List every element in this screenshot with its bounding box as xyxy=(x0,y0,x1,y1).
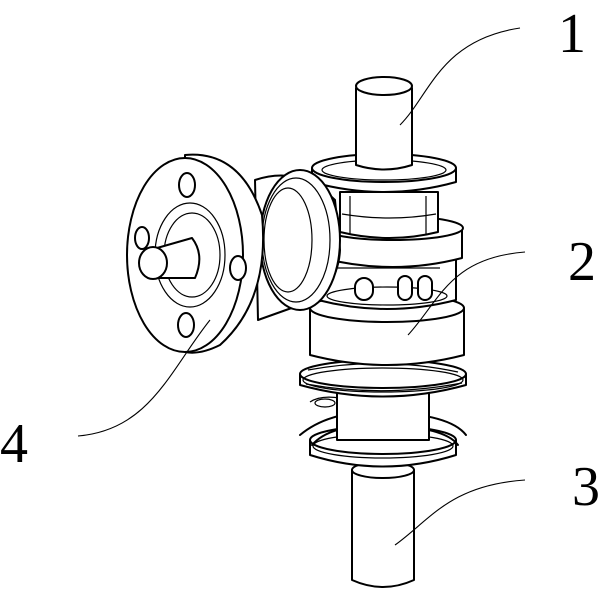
leader-4 xyxy=(77,319,211,437)
part-label-4: 4 xyxy=(0,413,28,475)
part-label-1: 1 xyxy=(558,3,586,65)
leader-1 xyxy=(399,27,521,126)
inner-spool xyxy=(339,191,439,239)
part-label-3: 3 xyxy=(572,456,600,518)
bolt-hole-top xyxy=(178,172,196,198)
side-neck xyxy=(254,169,341,321)
bolt-hole-right xyxy=(229,255,247,281)
side-flange xyxy=(126,153,265,354)
leader-lines xyxy=(77,27,526,546)
bolt-hole-left xyxy=(134,226,150,250)
bolt-hole-bottom xyxy=(177,312,195,338)
part-label-2: 2 xyxy=(568,231,596,293)
bottom-shaft xyxy=(351,461,415,588)
leader-2 xyxy=(407,251,526,336)
top-shaft xyxy=(355,76,413,171)
leader-3 xyxy=(394,479,526,546)
